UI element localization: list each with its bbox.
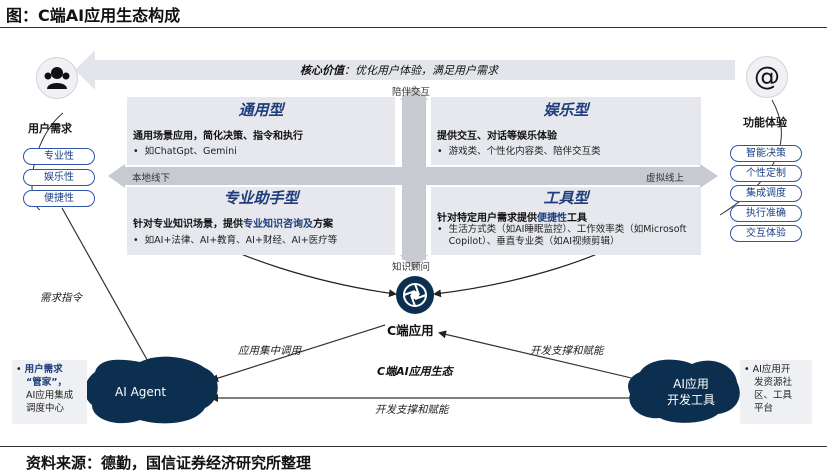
user-needs-avatar bbox=[36, 57, 78, 99]
axis-label-bottom: 知识顾问 bbox=[392, 262, 431, 273]
user-need-tag: 便捷性 bbox=[23, 190, 95, 207]
at-sign-icon: @ bbox=[746, 56, 788, 98]
source-note: 资料来源：德勤，国信证券经济研究所整理 bbox=[26, 454, 312, 472]
core-value-label: 核心价值 bbox=[300, 64, 344, 77]
function-experience-title: 功能体验 bbox=[743, 116, 787, 129]
support-top-arrow bbox=[438, 330, 641, 381]
demand-arrow bbox=[61, 207, 151, 367]
quadrant-entertainment-bullet: • 游戏类、个性化内容类、陪伴交互类 bbox=[437, 146, 601, 157]
center-label: C端应用 bbox=[387, 323, 434, 338]
quadrant-tool-bullet: • 生活方式类（如AI睡眠监控）、工作效率类（如Microsoft Copilo… bbox=[437, 224, 687, 247]
function-tag: 集成调度 bbox=[730, 185, 802, 202]
function-tag: 个性定制 bbox=[730, 165, 802, 182]
quadrant-tool-title: 工具型 bbox=[543, 189, 589, 207]
axis-arrow-down bbox=[400, 255, 428, 270]
quadrant-general-bullet: • 如ChatGpt、Gemini bbox=[133, 146, 237, 157]
aperture-icon bbox=[396, 276, 434, 314]
quadrant-professional-bullet: • 如AI+法律、AI+教育、AI+财经、AI+医疗等 bbox=[133, 235, 338, 246]
ecosystem-label: C端AI应用生态 bbox=[377, 365, 453, 378]
axis-arrow-up bbox=[400, 85, 428, 100]
centralized-call-label: 应用集中调用 bbox=[238, 345, 301, 357]
ai-agent-note: • 用户需求 “管家”， AI应用集成 调度中心 bbox=[12, 360, 87, 424]
figure-title: 图：C端AI应用生态构成 bbox=[6, 6, 181, 25]
quadrant-entertainment-desc: 提供交互、对话等娱乐体验 bbox=[437, 131, 557, 142]
quadrant-professional: 专业助手型 针对专业知识场景，提供专业知识咨询及方案 • 如AI+法律、AI+教… bbox=[127, 187, 395, 255]
quadrant-general-title: 通用型 bbox=[238, 101, 284, 119]
quadrant-professional-desc: 针对专业知识场景，提供专业知识咨询及方案 bbox=[133, 219, 333, 230]
ai-agent-label: AI Agent bbox=[115, 385, 167, 399]
core-value-desc: ：优化用户体验，满足用户需求 bbox=[344, 64, 498, 77]
centralized-arrow bbox=[210, 324, 386, 382]
function-tag: 交互体验 bbox=[730, 225, 802, 242]
quadrant-professional-title: 专业助手型 bbox=[223, 189, 299, 207]
horizontal-axis bbox=[120, 167, 705, 185]
core-value-arrow bbox=[75, 50, 735, 90]
axis-arrow-left bbox=[108, 164, 125, 188]
user-need-tag: 专业性 bbox=[23, 148, 95, 165]
top-divider bbox=[0, 27, 827, 28]
quadrant-tool: 工具型 针对特定用户需求提供便捷性工具 • 生活方式类（如AI睡眠监控）、工作效… bbox=[431, 187, 701, 255]
dev-tools-note: • AI应用开 发资源社 区、工具 平台 bbox=[740, 360, 812, 424]
quadrant-tool-desc: 针对特定用户需求提供便捷性工具 bbox=[437, 213, 587, 224]
axis-label-top: 陪伴交互 bbox=[392, 87, 431, 98]
function-tag: 执行准确 bbox=[730, 205, 802, 222]
quadrant-general: 通用型 通用场景应用，简化决策、指令和执行 • 如ChatGpt、Gemini bbox=[127, 97, 395, 165]
user-needs-title: 用户需求 bbox=[28, 122, 72, 135]
support-bottom-label: 开发支撑和赋能 bbox=[375, 404, 449, 416]
demand-label: 需求指令 bbox=[40, 292, 82, 304]
quadrant-general-desc: 通用场景应用，简化决策、指令和执行 bbox=[133, 131, 303, 142]
bottom-divider bbox=[0, 446, 827, 447]
ai-agent-shape bbox=[84, 356, 218, 424]
quadrant-entertainment-title: 娱乐型 bbox=[543, 101, 589, 119]
axis-arrow-right bbox=[700, 164, 718, 188]
support-top-label: 开发支撑和赋能 bbox=[530, 345, 604, 357]
axis-label-right: 虚拟线上 bbox=[646, 173, 685, 184]
dev-tools-label: AI应用 开发工具 bbox=[666, 377, 715, 407]
core-value-text: 核心价值：优化用户体验，满足用户需求 bbox=[300, 62, 498, 78]
quadrant-entertainment: 娱乐型 提供交互、对话等娱乐体验 • 游戏类、个性化内容类、陪伴交互类 bbox=[431, 97, 701, 165]
dev-tools-shape bbox=[628, 359, 740, 423]
function-tag: 智能决策 bbox=[730, 145, 802, 162]
axis-label-left: 本地线下 bbox=[132, 173, 171, 184]
user-need-tag: 娱乐性 bbox=[23, 169, 95, 186]
people-icon bbox=[44, 67, 70, 89]
